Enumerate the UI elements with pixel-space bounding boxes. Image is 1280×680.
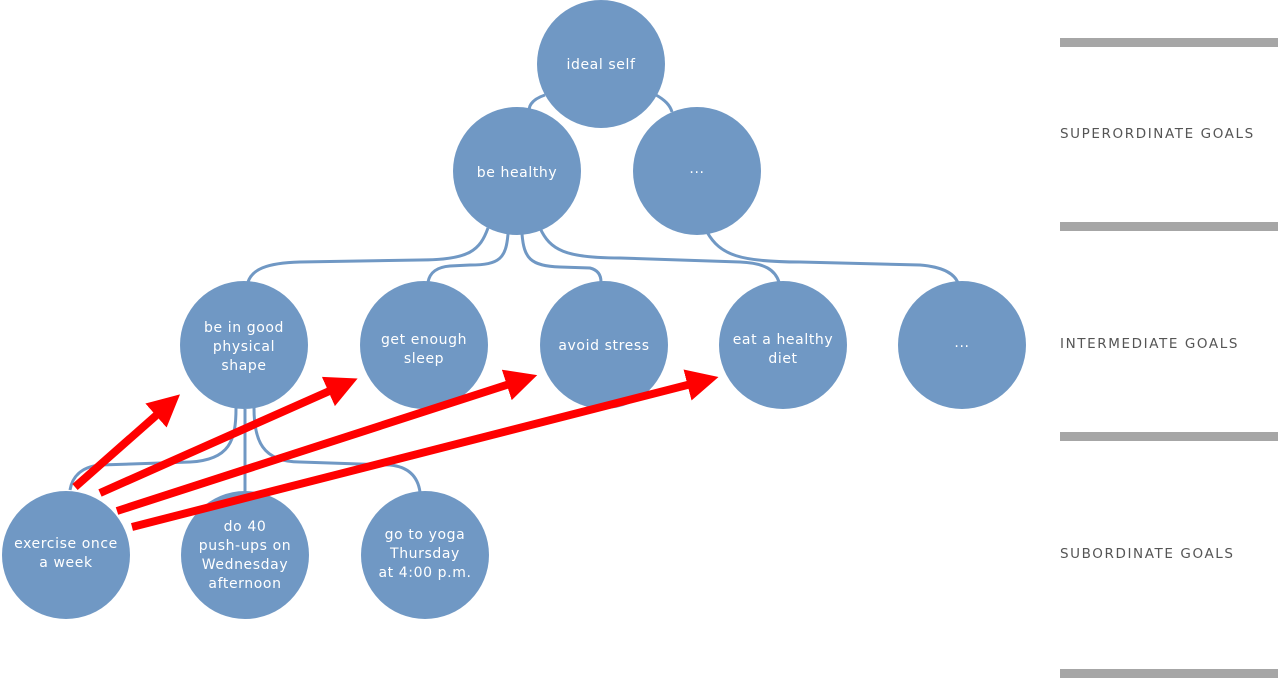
node-label: be healthy xyxy=(477,165,558,181)
node-label: a week xyxy=(39,555,93,571)
node-label: physical xyxy=(213,339,275,355)
arrow-to-stress xyxy=(115,369,538,515)
nodes: ideal self be healthy ... be in good phy… xyxy=(2,0,1026,619)
node-label: sleep xyxy=(404,351,444,367)
level-divider xyxy=(1060,38,1278,47)
node-label: exercise once xyxy=(14,536,118,552)
node-superordinate-more[interactable]: ... xyxy=(633,107,761,235)
node-pushups[interactable]: do 40 push-ups on Wednesday afternoon xyxy=(181,491,309,619)
node-exercise[interactable]: exercise once a week xyxy=(2,491,130,619)
arrow-to-diet xyxy=(131,369,719,531)
link-healthy-shape xyxy=(246,227,490,283)
connectors xyxy=(68,93,960,493)
link-healthy-diet xyxy=(538,227,781,283)
node-label: ... xyxy=(954,335,969,351)
level-divider xyxy=(1060,432,1278,441)
node-be-healthy[interactable]: be healthy xyxy=(453,107,581,235)
arrow-to-physical-shape xyxy=(72,394,181,491)
node-avoid-stress[interactable]: avoid stress xyxy=(540,281,668,409)
node-label: be in good xyxy=(204,320,284,336)
link-healthy-stress xyxy=(520,233,603,283)
node-label: ideal self xyxy=(566,57,636,73)
level-label-superordinate: SUPERORDINATE GOALS xyxy=(1060,126,1255,142)
node-label: eat a healthy xyxy=(733,332,834,348)
node-yoga[interactable]: go to yoga Thursday at 4:00 p.m. xyxy=(361,491,489,619)
link-healthy-sleep xyxy=(426,233,510,283)
node-physical-shape[interactable]: be in good physical shape xyxy=(180,281,308,409)
level-divider xyxy=(1060,669,1278,678)
level-divider xyxy=(1060,222,1278,231)
link-more-intermore xyxy=(705,231,960,284)
node-label: Thursday xyxy=(389,546,460,562)
node-label: push-ups on xyxy=(199,538,292,554)
level-label-intermediate: INTERMEDIATE GOALS xyxy=(1060,336,1240,352)
node-get-enough-sleep[interactable]: get enough sleep xyxy=(360,281,488,409)
link-ideal-more xyxy=(655,93,674,113)
node-intermediate-more[interactable]: ... xyxy=(898,281,1026,409)
node-label: ... xyxy=(689,161,704,177)
node-label: afternoon xyxy=(208,576,281,592)
node-ideal-self[interactable]: ideal self xyxy=(537,0,665,128)
node-label: go to yoga xyxy=(385,527,466,543)
node-label: shape xyxy=(221,358,266,374)
node-label: get enough xyxy=(381,332,467,348)
node-label: avoid stress xyxy=(558,338,649,354)
node-label: diet xyxy=(768,351,797,367)
link-shape-yoga xyxy=(252,407,422,493)
node-healthy-diet[interactable]: eat a healthy diet xyxy=(719,281,847,409)
node-label: Wednesday xyxy=(202,557,288,573)
node-label: at 4:00 p.m. xyxy=(378,565,471,581)
level-label-subordinate: SUBORDINATE GOALS xyxy=(1060,546,1235,562)
red-arrows xyxy=(72,369,719,531)
arrow-to-sleep xyxy=(98,376,358,497)
node-label: do 40 xyxy=(224,519,267,535)
